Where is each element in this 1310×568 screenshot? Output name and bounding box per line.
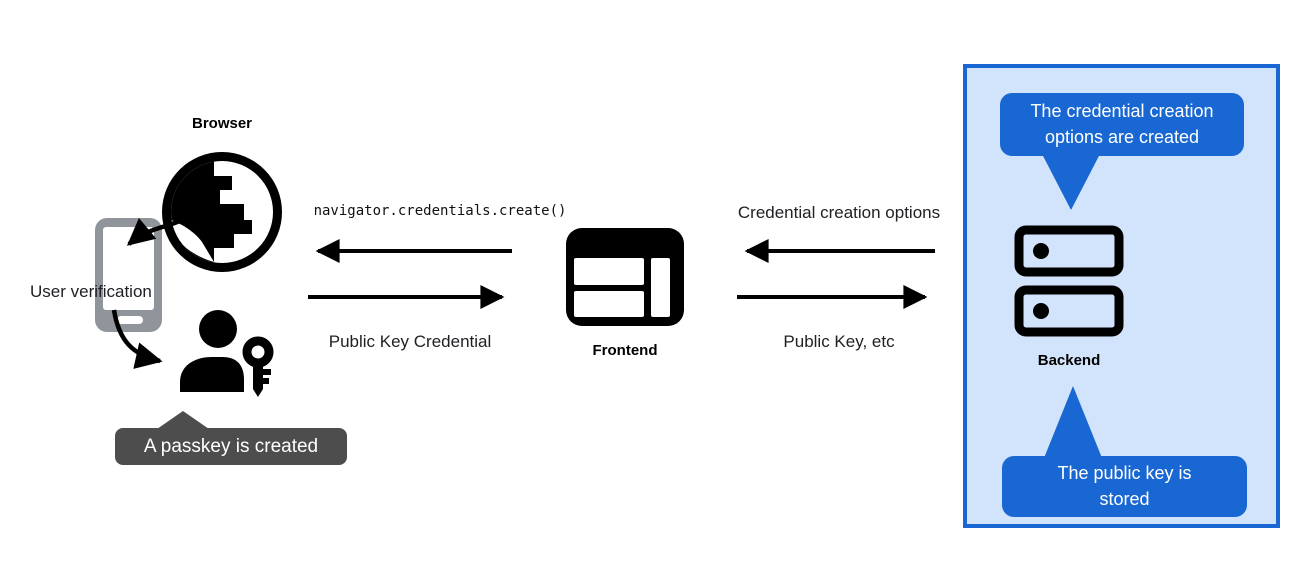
backend-label: Backend <box>1037 352 1101 369</box>
top-callout-line1: The credential creation <box>1030 101 1214 121</box>
browser-label: Browser <box>191 115 253 132</box>
public-key-credential-label: Public Key Credential <box>328 332 492 351</box>
passkey-callout: A passkey is created <box>115 411 347 465</box>
navigator-credentials-create-label: navigator.credentials.create() <box>313 203 567 219</box>
credential-creation-options-label: Credential creation options <box>737 203 941 222</box>
bottom-callout-line1: The public key is <box>1057 463 1192 483</box>
bottom-callout-line2: stored <box>1099 489 1150 509</box>
passkey-callout-text: A passkey is created <box>143 436 319 457</box>
phone-icon <box>95 218 162 332</box>
passkey-callout-tail <box>157 411 209 429</box>
bottom-callout-tail <box>1044 386 1102 458</box>
user-verification-label: User verification <box>30 282 152 301</box>
public-key-etc-label: Public Key, etc <box>783 332 895 351</box>
browser-window-icon <box>566 228 684 326</box>
top-callout-tail <box>1041 152 1101 210</box>
globe-icon <box>162 152 282 272</box>
person-with-key-icon <box>180 310 274 397</box>
top-callout: The credential creation options are crea… <box>1000 93 1244 156</box>
backend-panel: The credential creation options are crea… <box>963 64 1280 528</box>
phone-home-bar <box>117 316 143 324</box>
top-callout-line2: options are created <box>1044 127 1200 147</box>
bottom-callout: The public key is stored <box>1002 456 1247 517</box>
frontend-label: Frontend <box>592 342 658 359</box>
server-stack-icon <box>1014 225 1124 337</box>
